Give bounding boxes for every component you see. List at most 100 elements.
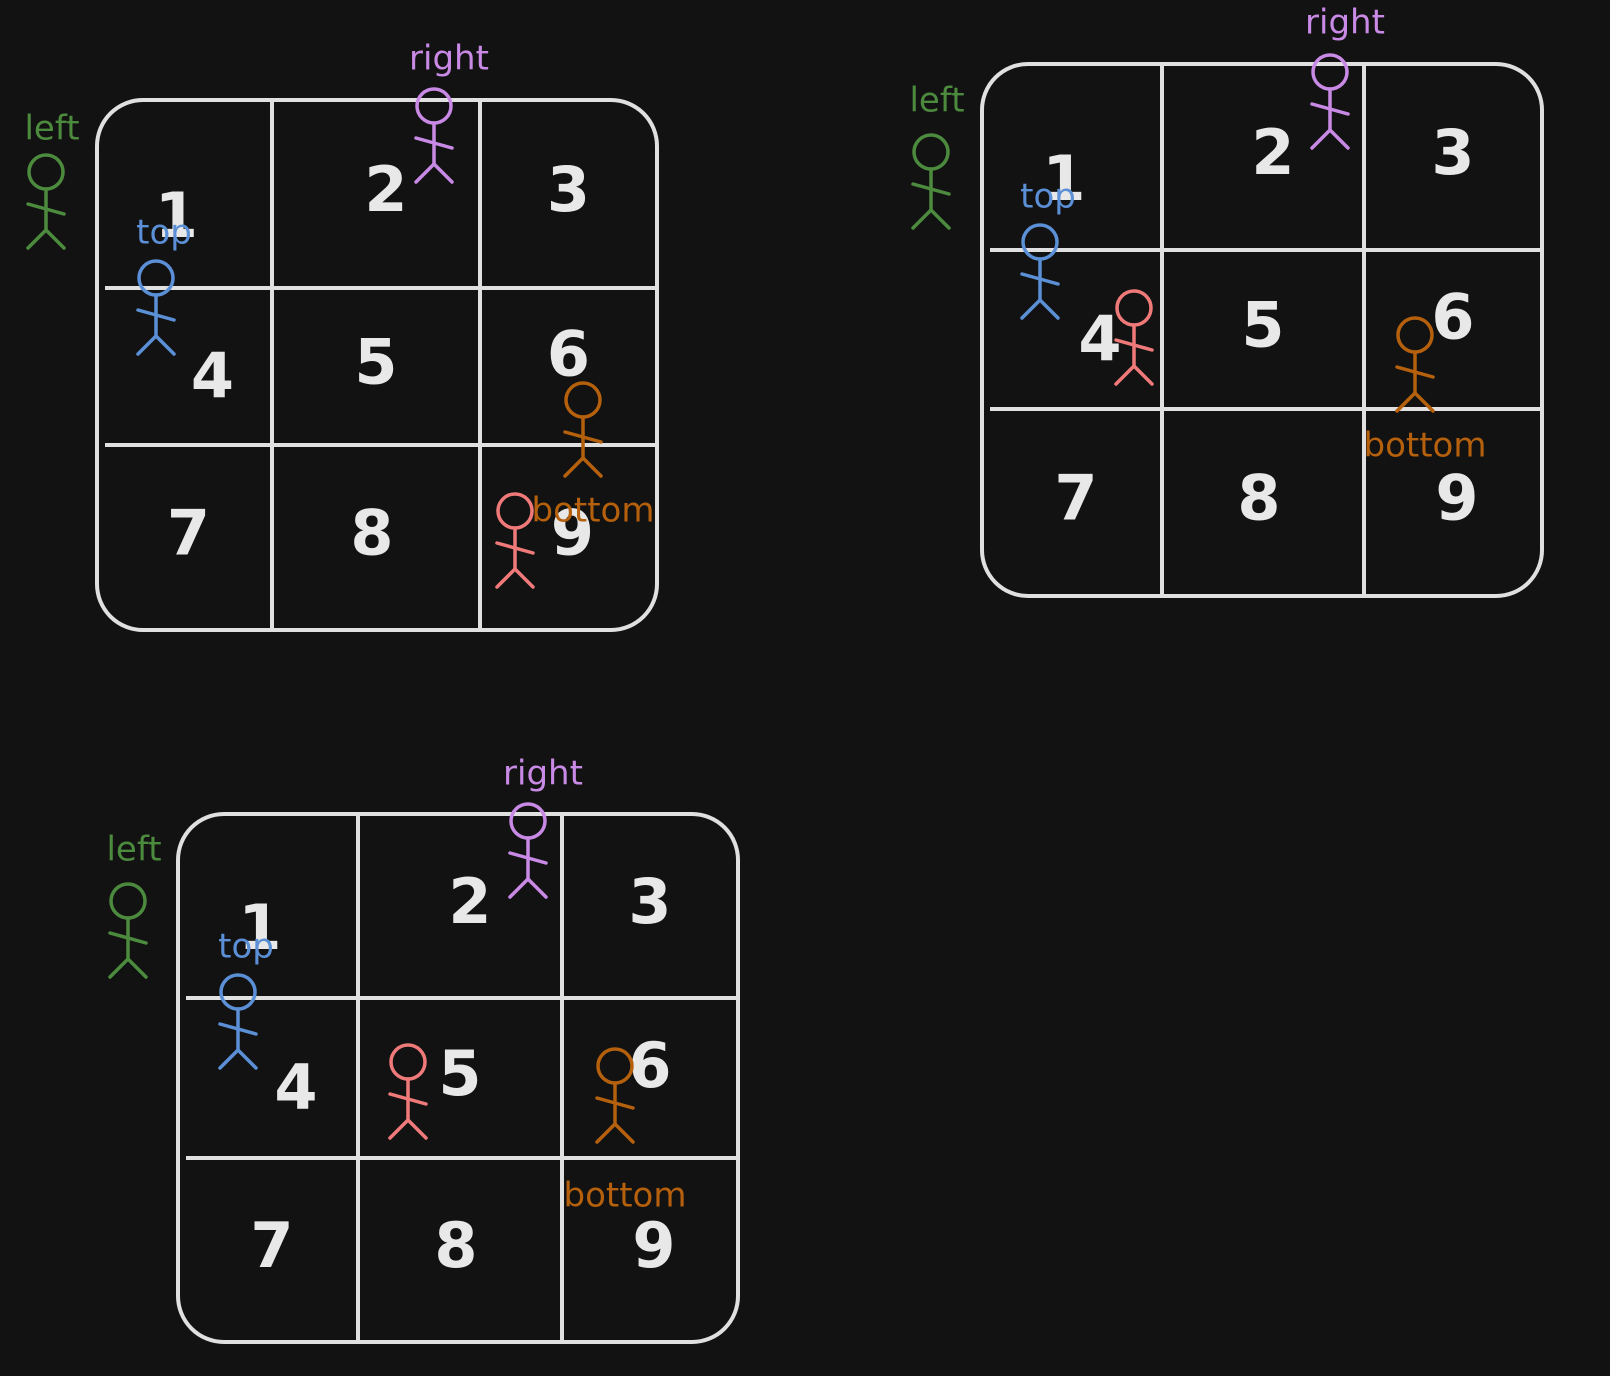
bottom-pointer-figure-leg-left	[563, 456, 585, 478]
left-pointer-figure-leg-right	[929, 208, 951, 230]
cell-9: 9	[551, 497, 594, 570]
current-cell-figure-leg-right	[513, 567, 535, 589]
top-pointer-figure-arms	[136, 308, 176, 322]
right-pointer-label: right	[409, 39, 489, 79]
current-cell-figure-leg-right	[1132, 364, 1154, 386]
cell-8: 8	[434, 1209, 477, 1282]
current-cell-figure	[1114, 289, 1154, 386]
left-pointer-figure	[108, 882, 148, 979]
cell-3: 3	[1431, 116, 1474, 189]
left-pointer-figure	[911, 133, 951, 230]
cell-6: 6	[1431, 281, 1474, 354]
right-pointer-figure-head	[415, 87, 453, 125]
right-pointer-figure-leg-right	[526, 877, 548, 899]
cell-1: 1	[238, 891, 281, 964]
bottom-pointer-figure-arms	[595, 1096, 635, 1110]
left-pointer-figure-head	[27, 153, 65, 191]
right-pointer-figure-leg-right	[432, 162, 454, 184]
left-pointer-figure-head	[912, 133, 950, 171]
current-cell-figure-leg-right	[406, 1118, 428, 1140]
top-pointer-figure	[1020, 223, 1060, 320]
right-pointer-figure	[508, 802, 548, 899]
right-pointer-figure-arms	[414, 136, 454, 150]
cell-9: 9	[632, 1209, 675, 1282]
top-pointer-figure-leg-right	[236, 1048, 258, 1070]
top-pointer-figure-leg-left	[1020, 298, 1042, 320]
cell-8: 8	[350, 497, 393, 570]
left-pointer-label: left	[24, 109, 79, 149]
right-pointer-figure	[1310, 53, 1350, 150]
current-cell-figure-head	[389, 1043, 427, 1081]
left-pointer-figure-leg-right	[44, 228, 66, 250]
bottom-pointer-figure-leg-left	[1395, 391, 1417, 413]
cell-9: 9	[1435, 462, 1478, 535]
right-pointer-figure-leg-left	[1310, 128, 1332, 150]
cell-3: 3	[628, 865, 671, 938]
top-pointer-figure-leg-right	[1038, 298, 1060, 320]
cell-7: 7	[167, 497, 210, 570]
current-cell-figure-arms	[495, 541, 535, 555]
top-pointer-figure-leg-left	[136, 334, 158, 356]
right-pointer-figure-leg-right	[1328, 128, 1350, 150]
right-pointer-figure-arms	[1310, 102, 1350, 116]
top-pointer-figure-head	[219, 973, 257, 1011]
current-cell-figure-arms	[1114, 338, 1154, 352]
cell-7: 7	[250, 1209, 293, 1282]
cell-4: 4	[191, 340, 234, 413]
bottom-pointer-figure-leg-left	[595, 1122, 617, 1144]
top-pointer-figure-arms	[218, 1022, 258, 1036]
top-pointer-label: top	[218, 927, 274, 967]
bottom-pointer-figure-leg-right	[1413, 391, 1435, 413]
left-pointer-figure-arms	[108, 931, 148, 945]
right-pointer-figure-head	[1311, 53, 1349, 91]
cell-4: 4	[274, 1051, 317, 1124]
right-pointer-figure-leg-left	[414, 162, 436, 184]
left-pointer-figure-arms	[26, 202, 66, 216]
cell-5: 5	[438, 1037, 481, 1110]
left-pointer-figure-leg-left	[26, 228, 48, 250]
left-pointer-figure-arms	[911, 182, 951, 196]
grid-border	[980, 62, 1544, 598]
right-pointer-figure-leg-left	[508, 877, 530, 899]
top-pointer-figure	[136, 259, 176, 356]
top-pointer-figure-leg-left	[218, 1048, 240, 1070]
right-pointer-figure-arms	[508, 851, 548, 865]
cell-4: 4	[1078, 303, 1121, 376]
grid-border	[95, 98, 659, 632]
top-pointer-label: top	[136, 213, 192, 253]
current-cell-figure	[388, 1043, 428, 1140]
current-cell-figure-leg-left	[1114, 364, 1136, 386]
bottom-pointer-figure	[563, 381, 603, 478]
current-cell-figure-leg-left	[495, 567, 517, 589]
right-pointer-figure	[414, 87, 454, 184]
bottom-pointer-figure-arms	[563, 430, 603, 444]
left-pointer-figure	[26, 153, 66, 250]
left-pointer-figure-head	[109, 882, 147, 920]
cell-6: 6	[547, 318, 590, 391]
current-cell-figure-leg-left	[388, 1118, 410, 1140]
bottom-pointer-label: bottom	[1364, 426, 1487, 466]
top-pointer-figure-leg-right	[154, 334, 176, 356]
bottom-pointer-figure-leg-right	[613, 1122, 635, 1144]
right-pointer-figure-head	[509, 802, 547, 840]
top-pointer-figure-arms	[1020, 272, 1060, 286]
top-pointer-figure-head	[1021, 223, 1059, 261]
cell-2: 2	[1251, 116, 1294, 189]
right-pointer-label: right	[1305, 3, 1385, 43]
cell-5: 5	[354, 326, 397, 399]
cell-3: 3	[547, 153, 590, 226]
cell-1: 1	[155, 179, 198, 252]
grid-border	[176, 812, 740, 1344]
right-pointer-label: right	[503, 754, 583, 794]
current-cell-figure	[495, 492, 535, 589]
left-pointer-figure-leg-left	[108, 957, 130, 979]
current-cell-figure-head	[496, 492, 534, 530]
cell-6: 6	[628, 1029, 671, 1102]
bottom-pointer-figure-arms	[1395, 365, 1435, 379]
bottom-pointer-label: bottom	[532, 491, 655, 531]
cell-5: 5	[1241, 289, 1284, 362]
left-pointer-label: left	[106, 830, 161, 870]
